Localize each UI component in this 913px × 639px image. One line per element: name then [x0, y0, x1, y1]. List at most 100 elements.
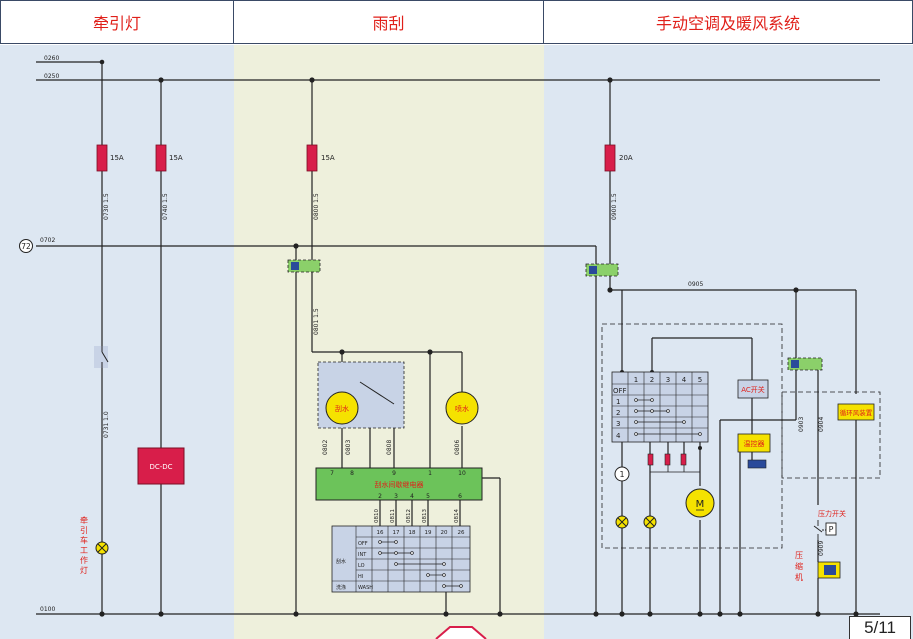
fuse-rating: 15A: [169, 154, 183, 162]
svg-text:4: 4: [682, 376, 687, 384]
svg-text:6: 6: [458, 493, 462, 500]
bus-label-0100: 0100: [40, 606, 55, 613]
circle-one-label: 1: [619, 470, 624, 479]
svg-text:4: 4: [410, 493, 414, 500]
wire-label: 0731 1.0: [103, 411, 110, 438]
header-traction-lamp: 牵引灯: [0, 0, 234, 44]
connector-recirc: [787, 357, 823, 371]
recirc-enclosure: [781, 391, 881, 479]
svg-text:2: 2: [616, 409, 620, 417]
fuse-rating: 15A: [110, 154, 124, 162]
svg-text:HI: HI: [358, 574, 363, 580]
svg-text:16: 16: [377, 530, 384, 536]
resistor: [664, 453, 671, 466]
traction-lamp-label: 牵引车工作灯: [80, 516, 88, 575]
svg-text:5: 5: [698, 376, 702, 384]
fuse-ac: 20A: [604, 144, 633, 172]
svg-text:OFF: OFF: [613, 387, 627, 395]
wire-label: 0740 1.5: [162, 193, 169, 220]
pressure-switch-symbol: P: [829, 525, 834, 534]
resistor: [680, 453, 687, 466]
thermostat-label: 温控器: [744, 439, 765, 448]
bus-label-0250: 0250: [44, 73, 59, 80]
thermostat-sensor: [747, 459, 767, 469]
svg-text:2: 2: [650, 376, 654, 384]
svg-text:4: 4: [616, 432, 621, 440]
svg-text:WASH: WASH: [358, 585, 373, 591]
panel-traction: [0, 45, 234, 639]
svg-text:26: 26: [458, 530, 465, 536]
fan-speed-switch: 1 2 3 4 5 OFF 1 2 3 4: [611, 371, 709, 443]
wire-label: 0811: [390, 509, 396, 523]
traction-lamp-bulb: [95, 541, 109, 555]
wiper-relay: [315, 467, 483, 501]
wire-label: 0904: [818, 417, 825, 432]
svg-text:5: 5: [426, 493, 430, 500]
svg-text:9: 9: [392, 470, 396, 477]
svg-text:8: 8: [350, 470, 354, 477]
compressor-label: 压缩机: [795, 551, 803, 582]
fuse-wiper: 15A: [306, 144, 335, 172]
compressor-clutch: [824, 565, 836, 575]
pressure-switch-label: 压力开关: [818, 509, 846, 518]
node-72-marker: [19, 239, 33, 253]
fuse-rating: 20A: [619, 154, 633, 162]
wire-label: 0813: [422, 509, 428, 523]
connector-ac: [585, 263, 619, 277]
recirc-unit: [837, 403, 875, 421]
svg-text:3: 3: [616, 420, 620, 428]
dcdc-label: DC-DC: [149, 463, 172, 471]
fuse-traction-1: 15A: [96, 144, 124, 172]
blower-motor-label: M: [696, 499, 705, 510]
page-number: 5/11: [849, 616, 911, 639]
washer-motor-label: 喷水: [455, 404, 469, 413]
svg-text:17: 17: [393, 530, 400, 536]
wire-label: 0808: [386, 440, 393, 455]
wire-label: 0812: [406, 509, 412, 523]
wiper-motor: [325, 391, 359, 425]
svg-text:7: 7: [330, 470, 334, 477]
wiper-switch-table: 16 17 18 19 20 26 OFF INT LO HI WASH 刮水 …: [331, 525, 471, 593]
wiper-motor-label: 刮水: [335, 404, 349, 413]
blower-motor: [685, 488, 715, 518]
wire-label: 0900 1.5: [611, 193, 618, 220]
svg-text:刮水: 刮水: [336, 558, 346, 565]
ac-switch: [737, 379, 769, 399]
svg-text:1: 1: [428, 470, 432, 477]
washer-motor: [445, 391, 479, 425]
bus-label-0702: 0702: [40, 237, 55, 244]
relay-bottom-pins: 2 3 4 5 6: [378, 493, 462, 500]
wire-label: 0806: [454, 440, 461, 455]
svg-text:18: 18: [409, 530, 416, 536]
svg-text:3: 3: [394, 493, 398, 500]
wire-label: 0814: [454, 509, 460, 523]
svg-text:10: 10: [458, 470, 466, 477]
fuse-rating: 15A: [321, 154, 335, 162]
panel-ac: [544, 45, 913, 639]
svg-text:INT: INT: [358, 552, 367, 558]
svg-text:2: 2: [378, 493, 382, 500]
wiper-relay-label: 刮水间歇继电器: [375, 480, 424, 489]
bus-label-0905: 0905: [688, 281, 703, 288]
bottom-warning-shape: [435, 626, 487, 639]
wire-label: 0730 1.5: [103, 193, 110, 220]
wire-label: 0909: [818, 541, 825, 556]
wire-label: 0800 1.5: [313, 193, 320, 220]
traction-switch: [94, 346, 109, 368]
relay-top-pins: 7 8 9 1 10: [330, 470, 466, 477]
svg-text:19: 19: [425, 530, 432, 536]
node-72-label: 72: [21, 242, 31, 251]
wire-label: 0802: [322, 440, 329, 455]
connector-wiper: [287, 259, 321, 273]
svg-text:20: 20: [441, 530, 448, 536]
svg-text:3: 3: [666, 376, 670, 384]
svg-text:LO: LO: [358, 563, 365, 569]
thermostat: [737, 433, 771, 453]
svg-text:洗涤: 洗涤: [336, 584, 346, 591]
pressure-switch: [813, 520, 837, 540]
wire-label: 0903: [798, 417, 805, 432]
circle-one-marker: [614, 466, 630, 482]
resistor: [647, 453, 654, 466]
svg-text:OFF: OFF: [358, 541, 368, 547]
